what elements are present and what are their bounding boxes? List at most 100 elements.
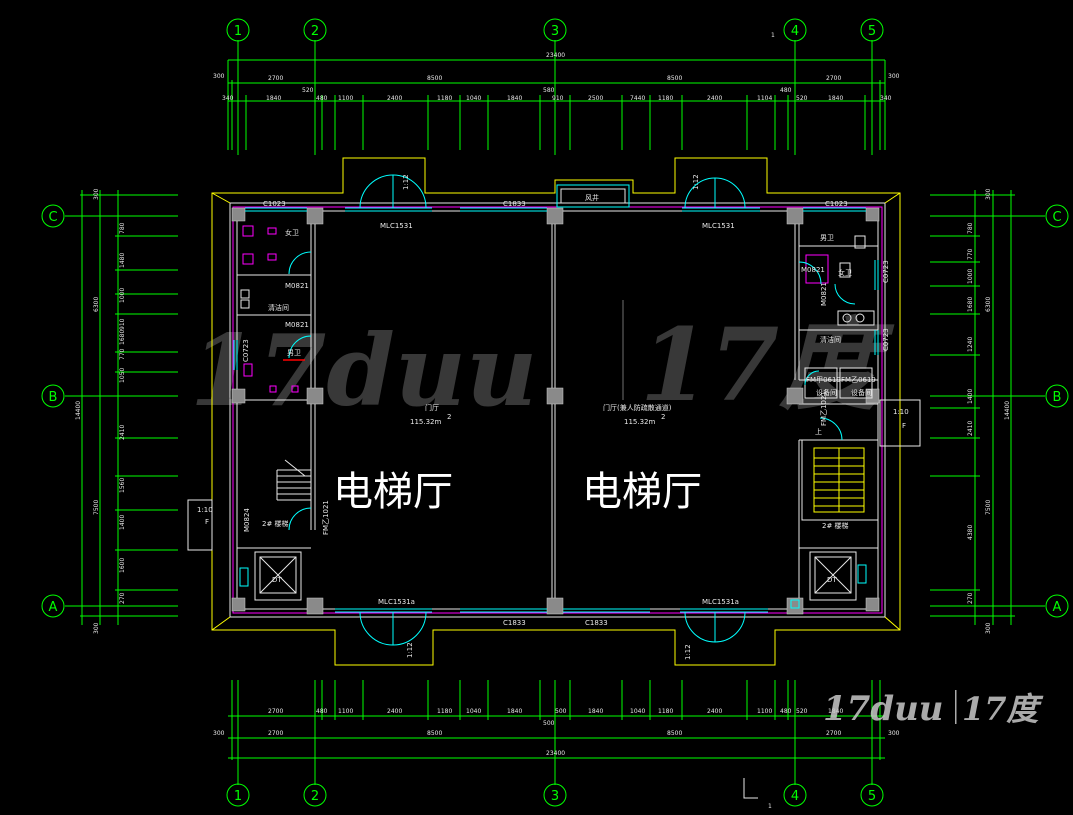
axis-label: B (49, 390, 58, 405)
window-label: C0723 (882, 260, 890, 283)
left-dimension-text: 14400 300 6300 7500 300 780 1480 1000 91… (75, 188, 126, 634)
axis-bubble-top-4: 4 (783, 18, 807, 42)
slope-label: 1:12 (684, 644, 692, 660)
room-label-toilet-left: 女卫 (285, 228, 299, 237)
watermark-corner: 17duu 17度 (823, 689, 1044, 729)
dim-text: 2700 (268, 708, 283, 715)
axis-bubble-left-C: C (41, 204, 65, 228)
entrance-doors: MLC1531 MLC1531 MLC1531a MLC1531a 1:12 1… (335, 174, 768, 660)
door-label: FM乙0619 (841, 376, 876, 384)
door-label: M0821 (285, 321, 309, 329)
dim-text: 1840 (828, 708, 843, 715)
top-dimension-text: 23400 300 2700 8500 8500 2700 300 340 18… (213, 52, 900, 102)
axis-label: 4 (791, 24, 799, 39)
axis-label: 2 (311, 24, 319, 39)
axis-label: A (49, 600, 58, 615)
dim-text: 2700 (268, 75, 283, 82)
hall-right-area-sup: 2 (661, 413, 665, 421)
dim-text: 2410 (967, 421, 974, 436)
dim-text: 1240 (967, 337, 974, 352)
room-label-equip: 设备间 (851, 388, 872, 397)
door-label: MLC1531a (378, 598, 415, 606)
axis-label: 1 (234, 24, 242, 39)
dim-text: 340 (880, 95, 892, 102)
dim-text: 300 (93, 188, 100, 200)
slope-label: 1:12 (692, 174, 700, 190)
hall-left-name: 电梯厅 (333, 469, 453, 515)
dim-text: 1680 (967, 297, 974, 312)
dim-text: 480 (780, 87, 792, 94)
axis-bubble-bottom-5: 5 (860, 783, 884, 807)
mark-label: F (902, 422, 906, 430)
axis-label: 4 (791, 789, 799, 804)
axis-label: 5 (868, 789, 876, 804)
dim-text: 300 (213, 73, 225, 80)
right-dimension-chain (930, 190, 1015, 625)
axis-label: B (1053, 390, 1062, 405)
axis-bubble-bottom-4: 4 (783, 783, 807, 807)
interior-walls (237, 211, 878, 609)
dim-text: 770 (967, 248, 974, 260)
watermark-center: 17duu 17度 (190, 300, 895, 429)
axis-bubble-bottom-1: 1 (226, 783, 250, 807)
dim-text: 1840 (507, 95, 522, 102)
stair-up-label: 上 (815, 427, 822, 436)
dim-text: 300 (213, 730, 225, 737)
axis-bubble-left-A: A (41, 594, 65, 618)
watermark-latin: 17duu (823, 689, 944, 729)
dim-text: 2700 (826, 730, 841, 737)
dim-text: 1180 (437, 708, 452, 715)
vent-shaft-top: 风井 (556, 184, 630, 208)
door-top-right (682, 177, 760, 212)
watermark-latin: 17duu (190, 314, 537, 429)
watermark-cn: 17度 (962, 690, 1044, 728)
dim-text: 1840 (588, 708, 603, 715)
axis-bubble-bottom-3: 3 (543, 783, 567, 807)
dim-text: 4380 (967, 525, 974, 540)
dim-text: 480 (780, 708, 792, 715)
dim-overall-bottom: 23400 (546, 750, 565, 757)
dim-text: 1100 (757, 708, 772, 715)
door-label: FM乙1021 (322, 500, 330, 535)
dim-text: 8500 (667, 730, 682, 737)
window-label: C1833 (503, 619, 526, 627)
dim-text: 1840 (507, 708, 522, 715)
dim-text: 1100 (338, 95, 353, 102)
dim-text: 1680 (119, 330, 126, 345)
vent-label: 风井 (585, 193, 599, 202)
stair-label: 2# 楼梯 (262, 519, 289, 528)
dim-text: 1104 (757, 95, 772, 102)
slope-label: 1:12 (402, 174, 410, 190)
dim-text: 2400 (707, 708, 722, 715)
dim-text: 1180 (658, 95, 673, 102)
right-service-rooms: 男卫 女卫 清洁间 M0821 M0821 FM甲0619 FM乙0619 设备… (798, 234, 876, 399)
axis-label: 5 (868, 24, 876, 39)
axis-bubble-right-B: B (1045, 384, 1069, 408)
dim-text: 520 (796, 95, 808, 102)
dim-text: 1600 (119, 558, 126, 573)
hall-left-area: 115.32m (410, 418, 441, 426)
dim-text: 1400 (119, 515, 126, 530)
window-label: C1833 (503, 200, 526, 208)
dim-text: 1400 (967, 389, 974, 404)
door-label: FM乙1021 (820, 391, 828, 426)
dim-text: 6300 (93, 297, 100, 312)
dim-text: 2400 (707, 95, 722, 102)
dim-text: 520 (796, 708, 808, 715)
section-mark-top: 1 (771, 32, 775, 39)
hall-right-name-small: 门厅(兼人防疏散通道) (603, 403, 672, 412)
dim-text: 580 (543, 87, 555, 94)
dim-text: 270 (119, 592, 126, 604)
window-label: C0723 (242, 339, 250, 362)
dim-text: 2700 (268, 730, 283, 737)
dim-text: 7500 (93, 500, 100, 515)
window-label: C0723 (882, 328, 890, 351)
hall-labels: 门厅 115.32m 2 电梯厅 门厅(兼人防疏散通道) 115.32m 2 电… (333, 403, 702, 515)
elevator-label: DT (272, 576, 282, 584)
right-stair: 上 FM乙1021 2# 楼梯 1:10 F (801, 391, 909, 530)
dim-text: 300 (888, 73, 900, 80)
dim-text: 8500 (667, 75, 682, 82)
axis-label: 3 (551, 24, 559, 39)
hall-left-name-small: 门厅 (425, 403, 439, 412)
